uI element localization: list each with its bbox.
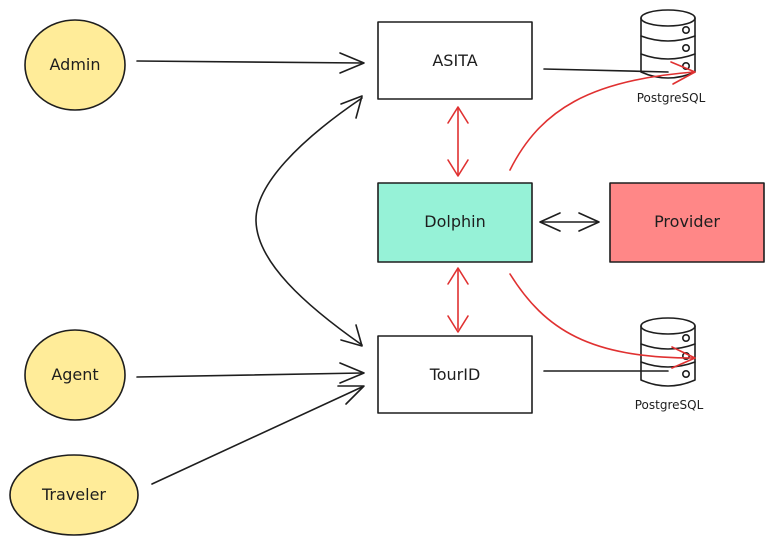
arrow-traveler-to-tourid — [151, 385, 365, 485]
arrow-asita-dolphin-bidirectional — [447, 106, 469, 177]
arrow-asita-to-db-top — [543, 68, 669, 73]
actor-admin-label: Admin — [50, 55, 101, 74]
arrow-agent-to-tourid — [136, 362, 365, 384]
arrow-dolphin-provider-bidirectional — [539, 212, 600, 232]
database-top: PostgreSQL — [637, 9, 706, 105]
database-icon — [640, 317, 696, 387]
arrow-asita-tourid-bidirectional — [255, 95, 363, 347]
service-asita-label: ASITA — [432, 51, 477, 70]
database-bottom-label: PostgreSQL — [635, 398, 704, 412]
service-provider: Provider — [609, 182, 765, 263]
actor-admin: Admin — [24, 19, 126, 111]
service-asita: ASITA — [377, 21, 533, 100]
actor-agent: Agent — [24, 329, 126, 421]
service-provider-label: Provider — [654, 212, 720, 231]
arrow-dolphin-to-db-top — [509, 61, 696, 171]
arrow-dolphin-to-db-bottom — [509, 273, 696, 369]
database-top-label: PostgreSQL — [637, 91, 706, 105]
database-bottom: PostgreSQL — [635, 317, 704, 412]
service-dolphin: Dolphin — [377, 182, 533, 263]
actor-traveler-label: Traveler — [41, 485, 106, 504]
actor-agent-label: Agent — [51, 365, 98, 384]
service-tourid-label: TourID — [429, 365, 481, 384]
arrow-dolphin-tourid-bidirectional — [447, 267, 469, 333]
service-tourid: TourID — [377, 335, 533, 414]
service-dolphin-label: Dolphin — [424, 212, 485, 231]
arrow-admin-to-asita — [136, 52, 365, 74]
actor-traveler: Traveler — [9, 454, 139, 536]
